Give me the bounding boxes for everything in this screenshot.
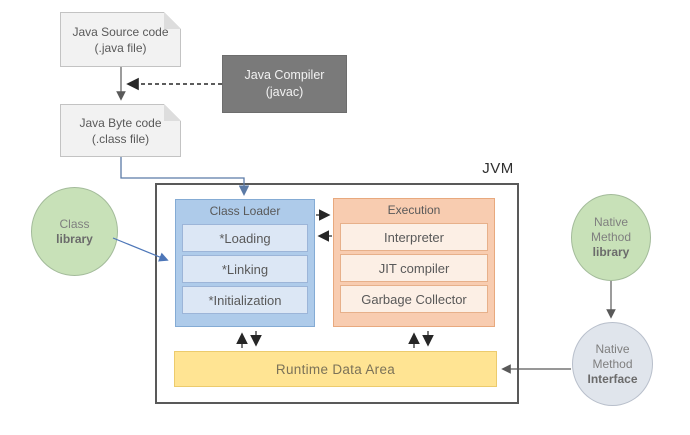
class-loader-node: Class Loader *Loading *Linking *Initiali… [175, 199, 315, 327]
runtime-data-area-node: Runtime Data Area [174, 351, 497, 387]
java-compiler-node: Java Compiler (javac) [222, 55, 347, 113]
initialization-step: *Initialization [182, 286, 308, 314]
java-source-code-label: Java Source code (.java file) [61, 13, 180, 66]
class-loader-title: Class Loader [209, 204, 281, 218]
linking-step: *Linking [182, 255, 308, 283]
class-library-node: Class library [31, 187, 118, 276]
document-fold-corner [164, 12, 181, 29]
execution-title: Execution [387, 203, 441, 217]
jvm-boundary-box [155, 183, 519, 404]
garbage-collector-component: Garbage Collector [340, 285, 488, 313]
java-byte-code-label: Java Byte code (.class file) [61, 105, 180, 156]
interpreter-component: Interpreter [340, 223, 488, 251]
document-fold-corner [164, 104, 181, 121]
jvm-title: JVM [482, 160, 514, 177]
execution-node: Execution Interpreter JIT compiler Garba… [333, 198, 495, 327]
jit-compiler-component: JIT compiler [340, 254, 488, 282]
loading-step: *Loading [182, 224, 308, 252]
java-byte-code-node: Java Byte code (.class file) [60, 104, 181, 157]
java-source-code-node: Java Source code (.java file) [60, 12, 181, 67]
native-method-library-node: Native Method library [571, 194, 651, 281]
native-method-interface-node: Native Method Interface [572, 322, 653, 406]
